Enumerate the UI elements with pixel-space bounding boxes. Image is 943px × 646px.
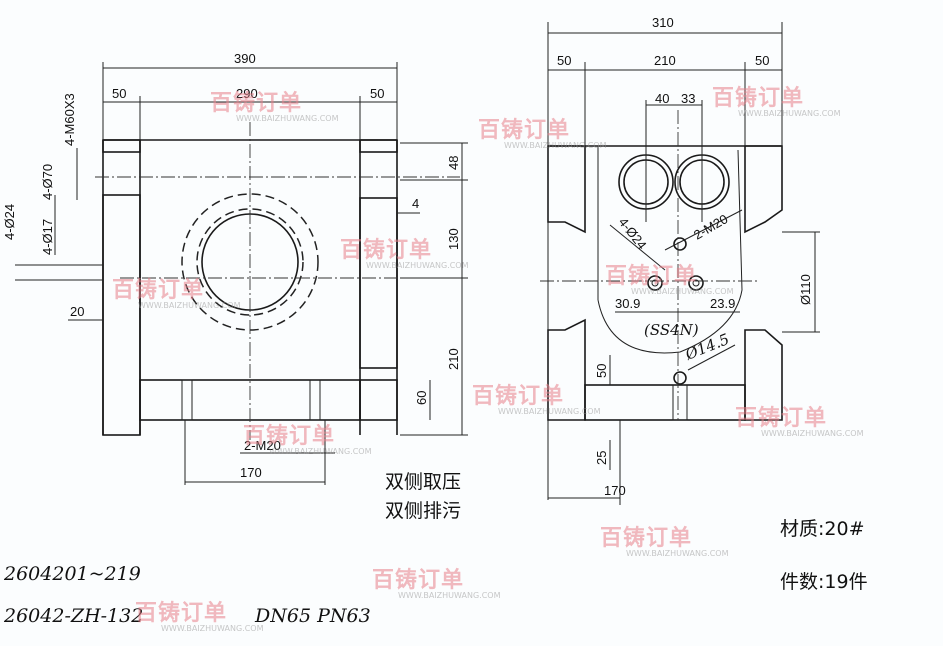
dim-inner-width: 290 (236, 86, 258, 101)
dim-bottom-thread: 2-M20 (244, 438, 281, 453)
left-wall-upper-hatch (547, 145, 586, 234)
left-wall-lower-hatch (547, 318, 586, 421)
hole (688, 275, 704, 291)
right-wall-lower-hatch (744, 329, 783, 421)
dim-h25: 25 (594, 451, 609, 465)
dim-h60: 60 (414, 391, 429, 405)
bolt-hole (309, 379, 321, 421)
dim-left-wall: 50 (557, 53, 571, 68)
dim-overall-width: 310 (652, 15, 674, 30)
left-wall-hatch (102, 194, 141, 436)
hole (673, 371, 687, 385)
bolt-hole (181, 379, 193, 421)
dim-bore24: 4-Ø24 (2, 204, 17, 240)
dim-overall-width: 390 (234, 51, 256, 66)
dim-bore17: 4-Ø17 (40, 219, 55, 255)
bore-dashed-circle (196, 208, 304, 316)
right-wall-top-hatch (359, 139, 398, 153)
tapped-hole (673, 237, 687, 251)
dim-offset-left: 30.9 (615, 296, 640, 311)
note-serial: 2604201~219 (3, 563, 141, 585)
left-view: 390 50 290 50 4-M60X3 4-Ø70 4-Ø24 4-Ø17 … (2, 51, 468, 485)
note-drawing-number: 26042-ZH-132 (3, 605, 143, 627)
hole (647, 275, 663, 291)
dim-depth20: 20 (70, 304, 84, 319)
dim-spacing33: 33 (681, 91, 695, 106)
dim-h48: 48 (446, 156, 461, 170)
note-drain: 双侧排污 (385, 500, 461, 522)
dim-right-wall: 50 (370, 86, 384, 101)
dim-gap4: 4 (412, 196, 419, 211)
dim-h130: 130 (446, 228, 461, 250)
note-quantity: 件数:19件 (780, 571, 868, 593)
corner-hatch (359, 379, 398, 421)
dim-bottom-span: 170 (240, 465, 262, 480)
dim-h50: 50 (594, 364, 609, 378)
dim-spacing40: 40 (655, 91, 669, 106)
dim-thread: 2-M20 (691, 211, 730, 242)
note-pressure-tapping: 双侧取压 (385, 471, 461, 493)
right-wall-upper-hatch (744, 145, 783, 234)
dim-right-wall: 50 (755, 53, 769, 68)
dim-thread: 4-M60X3 (62, 93, 77, 146)
note-material: 材质:20# (780, 518, 865, 540)
bolt-hole (672, 384, 688, 421)
right-wall-hatch (359, 197, 398, 369)
right-view: 310 50 210 50 40 33 4-Ø24 2-M20 30.9 23.… (540, 15, 820, 505)
notes: 双侧取压 双侧排污 材质:20# 件数:19件 2604201~219 2604… (3, 471, 868, 627)
dim-offset-right: 23.9 (710, 296, 735, 311)
left-wall-top-hatch (102, 139, 141, 153)
dim-bore70: 4-Ø70 (40, 164, 55, 200)
dim-inner-width: 210 (654, 53, 676, 68)
dim-left-wall: 50 (112, 86, 126, 101)
dim-h210: 210 (446, 348, 461, 370)
note-paren: (SS4N) (644, 321, 699, 339)
bottom-plate-hatch (584, 384, 746, 421)
dim-bore110: Ø110 (798, 274, 813, 305)
dim-bottom-span: 170 (604, 483, 626, 498)
note-spec: DN65 PN63 (254, 605, 371, 627)
